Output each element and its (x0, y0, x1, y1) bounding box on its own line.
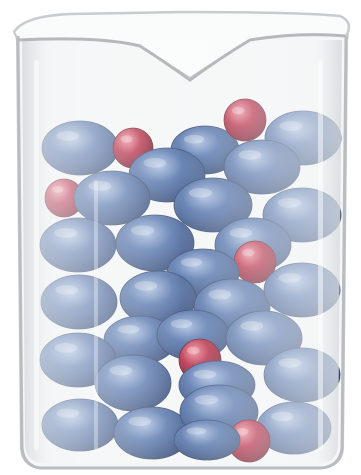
beaker-right-wall (321, 35, 348, 470)
glass-reflection-left (34, 60, 39, 450)
beaker-left-wall (16, 35, 41, 470)
glass-reflection-right (318, 60, 323, 450)
beaker-rim-top (12, 10, 351, 37)
beaker-glass-tint (22, 40, 342, 463)
glass-reflection-center (94, 180, 98, 450)
beaker-front-glass (12, 10, 351, 470)
beaker-rim-front (17, 33, 347, 82)
